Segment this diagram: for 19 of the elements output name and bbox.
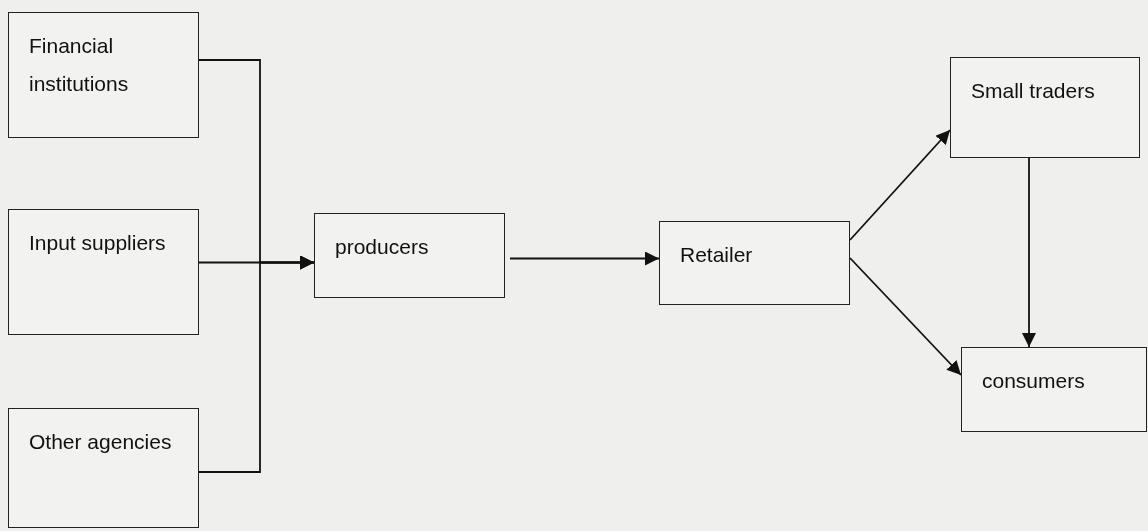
box-label: Other agencies <box>29 429 173 455</box>
process-box <box>659 221 850 305</box>
arrow <box>1022 157 1036 348</box>
box-label: producers <box>335 234 430 260</box>
box-label: Small traders <box>971 78 1096 104</box>
box-label: Retailer <box>680 242 754 268</box>
box-label: Financial institutions <box>29 33 130 97</box>
box-label: consumers <box>982 368 1086 394</box>
process-box <box>8 209 199 335</box>
arrow <box>509 251 660 266</box>
process-box <box>8 12 199 138</box>
process-box <box>314 213 505 298</box>
arrow <box>849 129 951 241</box>
arrow <box>198 255 315 473</box>
process-box <box>961 347 1147 432</box>
box-label: Input suppliers <box>29 230 167 256</box>
process-box <box>8 408 199 528</box>
arrow <box>849 257 962 376</box>
process-box <box>950 57 1140 158</box>
